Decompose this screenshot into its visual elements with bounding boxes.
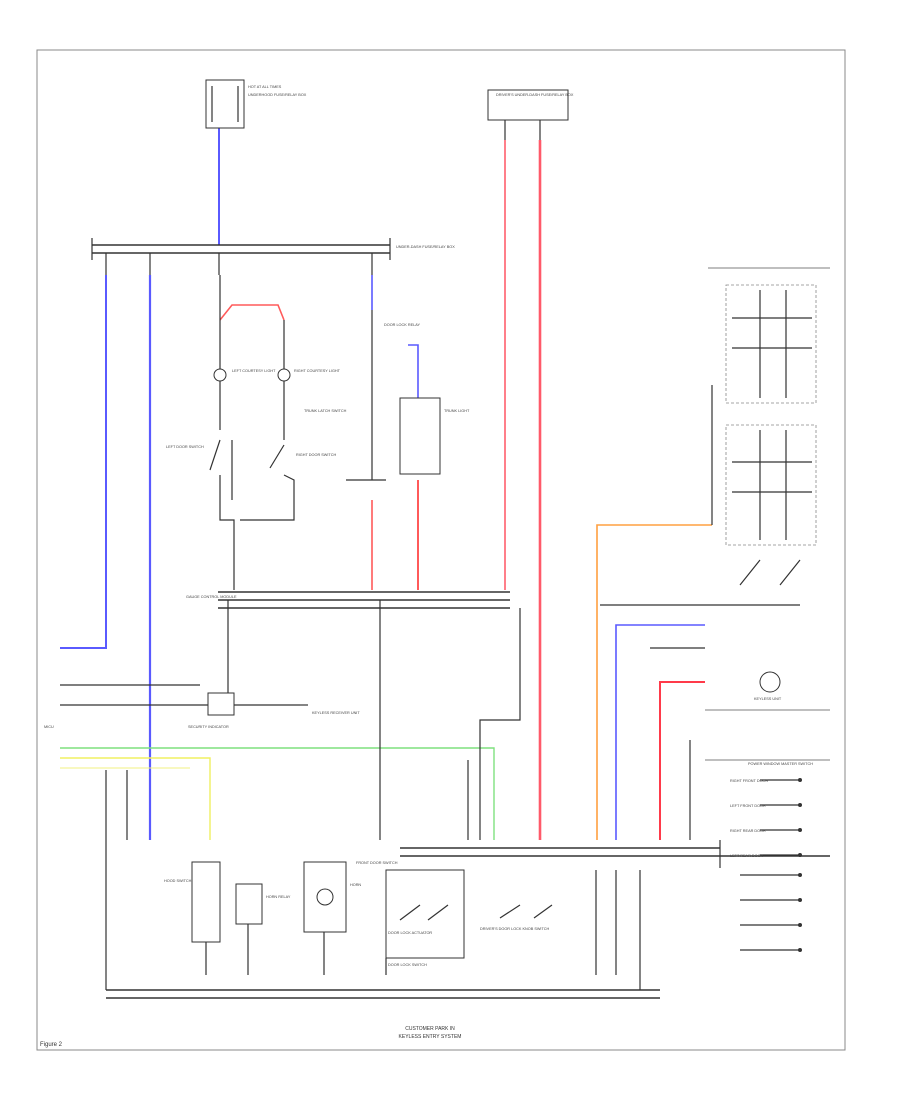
wire-blue-relay bbox=[408, 344, 419, 398]
under-dash-fuse-label: UNDER-DASH FUSE/RELAY BOX bbox=[396, 245, 455, 249]
bus-lower-right bbox=[400, 847, 830, 857]
hood-switch-label: HOOD SWITCH bbox=[164, 879, 192, 883]
fuse-bus-top bbox=[92, 244, 390, 254]
mics-label: MICU bbox=[44, 725, 54, 729]
ground-bus bbox=[106, 989, 660, 999]
door-lock-relay bbox=[399, 397, 441, 475]
trunk-switch-label: TRUNK LATCH SWITCH bbox=[304, 409, 347, 413]
right-switch-blocks bbox=[600, 267, 830, 952]
gauge-unit-label: GAUGE CONTROL MODULE bbox=[186, 595, 237, 599]
keyless-receiver-label: KEYLESS RECEIVER UNIT bbox=[312, 711, 360, 715]
horn-box bbox=[303, 861, 347, 933]
security-indicator-label: SECURITY INDICATOR bbox=[188, 725, 229, 729]
figure-footer: Figure 2 bbox=[40, 1042, 63, 1048]
wire-red-right bbox=[659, 681, 705, 840]
diagram-frame bbox=[36, 49, 846, 1051]
wire-blue-left bbox=[60, 275, 107, 649]
right-rear-door-label: RIGHT REAR DOOR bbox=[730, 829, 766, 833]
trunk-light-label: TRUNK LIGHT bbox=[444, 409, 470, 413]
right-front-door-label: RIGHT FRONT DOOR bbox=[730, 779, 769, 783]
top-right-connector bbox=[487, 89, 569, 121]
mini-relay bbox=[207, 692, 235, 716]
black-wires bbox=[60, 79, 830, 999]
driver-door-lock-label: DRIVER'S DOOR LOCK KNOB SWITCH bbox=[480, 927, 550, 931]
horn-relay-box bbox=[235, 883, 263, 925]
battery-fuse-label: HOT AT ALL TIMES bbox=[248, 85, 282, 89]
wire-green bbox=[60, 747, 495, 840]
switch-block-2 bbox=[725, 424, 817, 546]
left-door-switch-label: LEFT DOOR SWITCH bbox=[166, 445, 204, 449]
bottom-caption-1: CUSTOMER PARK IN bbox=[405, 1026, 455, 1032]
fuse-bus-mid bbox=[218, 591, 510, 609]
front-door-switch-label: FRONT DOOR SWITCH bbox=[356, 861, 398, 865]
right-courtesy-label: RIGHT COURTESY LIGHT bbox=[294, 369, 341, 373]
security-indicator-box bbox=[191, 861, 221, 943]
wire-red-courtesy bbox=[219, 304, 285, 321]
wire-yellow bbox=[60, 757, 211, 840]
left-rear-door-label: LEFT REAR DOOR bbox=[730, 854, 764, 858]
wire-blue-right bbox=[615, 624, 705, 840]
colored-wires bbox=[60, 128, 712, 840]
bottom-caption-2: KEYLESS ENTRY SYSTEM bbox=[399, 1034, 462, 1040]
keyless-unit-label: KEYLESS UNIT bbox=[754, 697, 782, 701]
fuse-box-top-label: DRIVER'S UNDER-DASH FUSE/RELAY BOX bbox=[496, 93, 574, 97]
switch-block-1 bbox=[725, 284, 817, 404]
door-lock-switch-box bbox=[385, 869, 465, 959]
power-window-master-label: POWER WINDOW MASTER SWITCH bbox=[748, 762, 813, 766]
horn-relay-label: HORN RELAY bbox=[266, 895, 291, 899]
battery-fuse-detail: UNDERHOOD FUSE/RELAY BOX bbox=[248, 93, 307, 97]
horn-label: HORN bbox=[350, 883, 361, 887]
door-lock-relay-label: DOOR LOCK RELAY bbox=[384, 323, 420, 327]
door-lock-switch-label: DOOR LOCK SWITCH bbox=[388, 963, 427, 967]
wire-orange bbox=[596, 524, 712, 840]
left-courtesy-label: LEFT COURTESY LIGHT bbox=[232, 369, 276, 373]
right-door-switch-label: RIGHT DOOR SWITCH bbox=[296, 453, 336, 457]
left-front-door-label: LEFT FRONT DOOR bbox=[730, 804, 766, 808]
door-lock-actuator-label: DOOR LOCK ACTUATOR bbox=[388, 931, 432, 935]
